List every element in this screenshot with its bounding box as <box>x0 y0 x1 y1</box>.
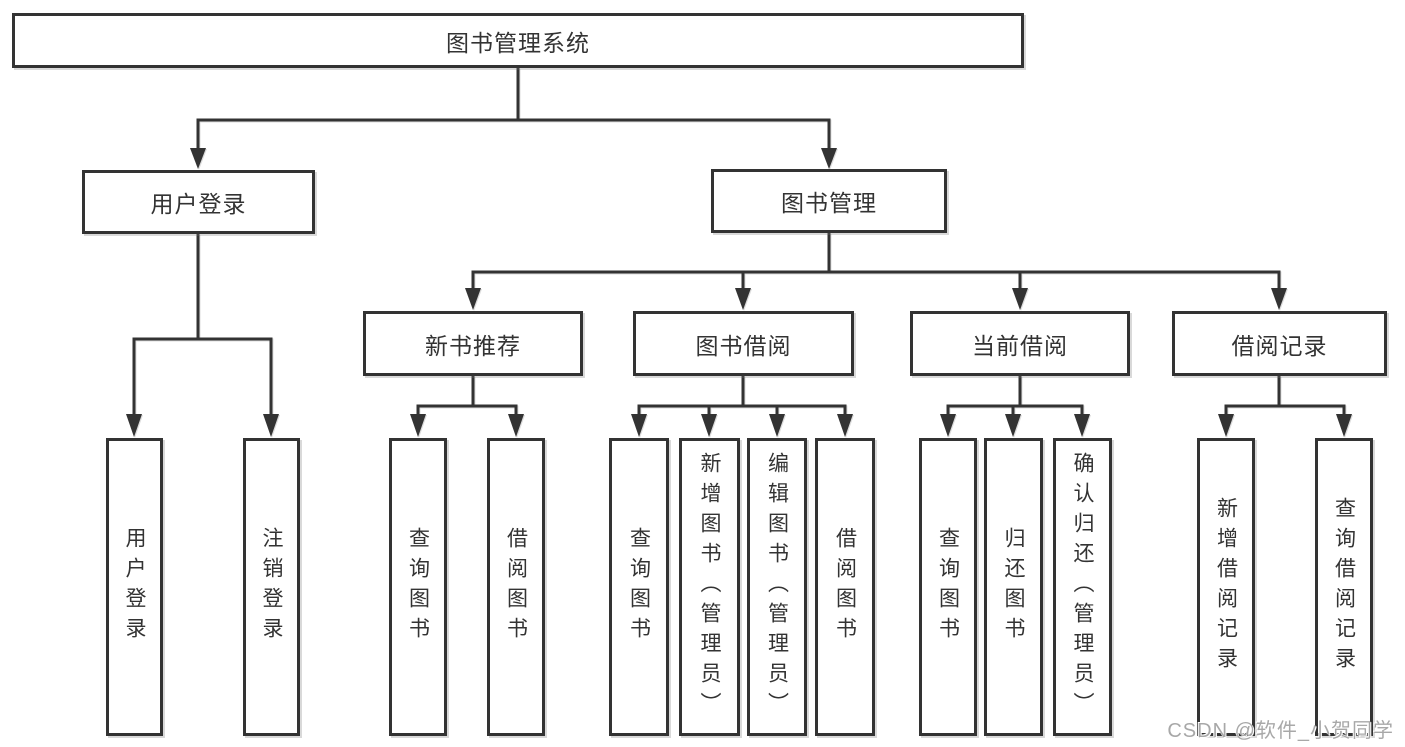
leaf-label: 查询图书 <box>936 527 960 647</box>
leaf-label: 查询借阅记录 <box>1332 497 1356 677</box>
arrow-down-icon <box>410 414 426 437</box>
leaf-label: 新增借阅记录 <box>1214 497 1238 677</box>
leaf-add-borrow-record: 新增借阅记录 <box>1197 438 1255 736</box>
leaf-label: 新增图书（管理员） <box>698 452 721 722</box>
arrow-down-icon <box>631 414 647 437</box>
leaf-query-books-current: 查询图书 <box>919 438 977 736</box>
leaf-label: 用户登录 <box>123 527 146 647</box>
node-label: 用户登录 <box>150 191 247 217</box>
watermark-text: CSDN @软件_小贺同学 <box>1167 720 1394 742</box>
leaf-logout: 注销登录 <box>243 438 300 736</box>
node-current-borrowing: 当前借阅 <box>910 311 1130 376</box>
arrowheads <box>126 148 1352 437</box>
arrow-down-icon <box>508 414 524 437</box>
arrow-down-icon <box>769 414 785 437</box>
node-label: 新书推荐 <box>425 332 521 359</box>
leaf-edit-book-admin: 编辑图书（管理员） <box>747 438 807 736</box>
arrow-down-icon <box>465 288 481 310</box>
arrow-down-icon <box>1005 414 1021 437</box>
leaf-borrow-books-recommend: 借阅图书 <box>487 438 545 736</box>
arrow-down-icon <box>1218 414 1234 437</box>
node-user-login: 用户登录 <box>82 170 315 234</box>
connector-path <box>132 68 1346 416</box>
leaf-query-borrow-record: 查询借阅记录 <box>1315 438 1373 736</box>
arrow-down-icon <box>263 414 279 437</box>
arrow-down-icon <box>1336 414 1352 437</box>
node-borrowing-records: 借阅记录 <box>1172 311 1387 376</box>
node-book-management: 图书管理 <box>711 169 947 233</box>
leaf-label: 查询图书 <box>406 527 430 647</box>
arrow-down-icon <box>837 414 853 437</box>
node-label: 借阅记录 <box>1231 332 1328 359</box>
leaf-query-books-recommend: 查询图书 <box>389 438 447 736</box>
leaf-label: 编辑图书（管理员） <box>765 452 789 722</box>
leaf-query-books-borrow: 查询图书 <box>609 438 669 736</box>
leaf-label: 注销登录 <box>260 527 283 647</box>
arrow-down-icon <box>940 414 956 437</box>
leaf-label: 借阅图书 <box>504 527 528 647</box>
arrow-down-icon <box>1271 288 1287 310</box>
leaf-add-book-admin: 新增图书（管理员） <box>679 438 740 736</box>
leaf-label: 借阅图书 <box>833 527 857 647</box>
arrow-down-icon <box>735 288 751 310</box>
leaf-user-login: 用户登录 <box>106 438 163 736</box>
node-library-management-system: 图书管理系统 <box>12 13 1024 68</box>
leaf-label: 归还图书 <box>1002 527 1025 647</box>
leaf-confirm-return-admin: 确认归还（管理员） <box>1053 438 1112 736</box>
node-label: 当前借阅 <box>972 332 1068 359</box>
arrow-down-icon <box>1074 414 1090 437</box>
node-new-book-recommendation: 新书推荐 <box>363 311 583 376</box>
arrow-down-icon <box>126 414 142 437</box>
arrow-down-icon <box>701 414 717 437</box>
node-label: 图书管理 <box>781 190 877 216</box>
leaf-label: 查询图书 <box>627 527 651 647</box>
node-book-borrowing: 图书借阅 <box>633 311 854 376</box>
arrow-down-icon <box>190 148 206 169</box>
leaf-label: 确认归还（管理员） <box>1071 452 1094 722</box>
leaf-borrow-books: 借阅图书 <box>815 438 875 736</box>
arrow-down-icon <box>821 148 837 169</box>
node-label: 图书管理系统 <box>446 29 590 56</box>
leaf-return-books: 归还图书 <box>984 438 1043 736</box>
arrow-down-icon <box>1012 288 1028 310</box>
node-label: 图书借阅 <box>695 332 792 359</box>
